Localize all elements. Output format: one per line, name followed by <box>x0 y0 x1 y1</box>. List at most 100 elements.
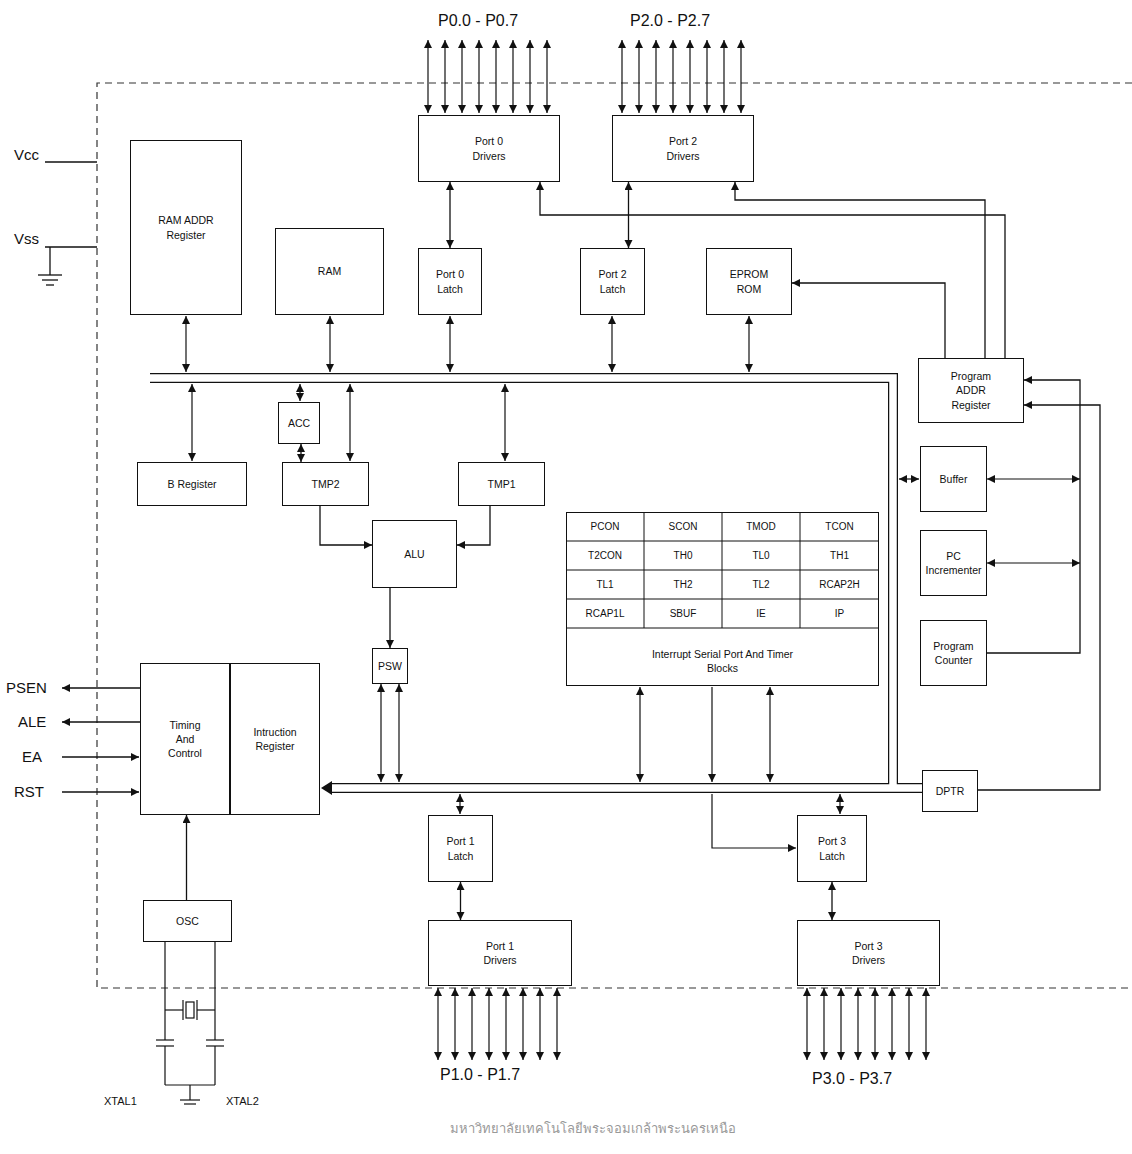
block-label: Port 3 Latch <box>810 834 855 862</box>
pin-arrow <box>621 40 622 113</box>
block-box: Program ADDR Register <box>918 358 1024 423</box>
bus-inner <box>330 784 922 792</box>
pin-arrow <box>444 40 445 113</box>
block-label: TMP1 <box>487 477 515 491</box>
table-cell: RCAP1L <box>566 599 644 628</box>
bus-link <box>329 316 330 372</box>
block-label: Program ADDR Register <box>936 369 1006 412</box>
signal-label: P3.0 - P3.7 <box>812 1070 892 1088</box>
connector <box>978 405 1100 790</box>
connector <box>460 882 461 920</box>
block-label: OSC <box>176 914 199 928</box>
block-label: RAM ADDR Register <box>151 213 221 241</box>
block-label: Port 3 Drivers <box>839 939 899 967</box>
pin-arrow <box>437 988 438 1060</box>
connector <box>389 588 390 648</box>
bus-outline <box>150 378 893 788</box>
pin-arrow <box>638 40 639 113</box>
block-label: Port 2 Latch <box>590 267 635 295</box>
table-cell: IP <box>800 599 879 628</box>
block-label: DPTR <box>936 784 965 798</box>
signal-label: P0.0 - P0.7 <box>438 12 518 30</box>
block-box: Port 1 Latch <box>428 815 493 882</box>
drawing-part <box>164 942 165 1040</box>
pin-arrow <box>522 988 523 1060</box>
block-box: B Register <box>137 462 247 506</box>
pin-arrow <box>672 40 673 113</box>
bus-inner <box>150 378 893 788</box>
table-cell: TCON <box>800 512 879 541</box>
pin-arrow <box>823 988 824 1060</box>
signal-label: P2.0 - P2.7 <box>630 12 710 30</box>
table-cell: TMOD <box>722 512 800 541</box>
table-cell: TL0 <box>722 541 800 570</box>
drawing-part <box>214 942 215 1040</box>
block-box: Intruction Register <box>230 663 320 815</box>
pin-arrow <box>706 40 707 113</box>
block-label: Port 0 Drivers <box>459 134 519 162</box>
signal-label: EA <box>22 748 42 765</box>
bus-link <box>398 684 399 782</box>
bus-arrowhead <box>321 781 332 795</box>
connector <box>831 882 832 920</box>
bus-link <box>459 794 460 814</box>
drawing-part <box>62 687 140 688</box>
signal-label: ALE <box>18 713 46 730</box>
drawing-part <box>189 1085 190 1100</box>
pin-arrow <box>512 40 513 113</box>
block-label: Timing And Control <box>159 718 211 761</box>
power-pins <box>38 162 97 285</box>
block-box: ALU <box>372 520 457 588</box>
drawing-part <box>46 284 54 285</box>
table-cell: RCAP2H <box>800 570 879 599</box>
drawing-part <box>42 279 58 280</box>
pin-arrow <box>478 40 479 113</box>
drawing-part <box>165 1009 183 1010</box>
block-label: PSW <box>378 659 402 673</box>
block-box: EPROM ROM <box>706 248 792 315</box>
connector <box>186 815 187 900</box>
block-label: TMP2 <box>311 477 339 491</box>
bus-link <box>987 562 1080 563</box>
bus-link <box>380 684 381 782</box>
signal-label: RST <box>14 783 44 800</box>
block-box: ACC <box>278 402 320 444</box>
pin-arrow <box>840 988 841 1060</box>
signal-label: PSEN <box>6 679 47 696</box>
bus-link <box>185 316 186 372</box>
block-box: Port 0 Latch <box>418 248 482 315</box>
connector <box>792 283 945 358</box>
block-label: Intruction Register <box>240 725 310 753</box>
signal-label: Vss <box>14 230 39 247</box>
drawing-part <box>186 1002 194 1018</box>
bus-link <box>639 687 640 782</box>
pin-arrow <box>488 988 489 1060</box>
block-box: Port 2 Drivers <box>612 115 754 182</box>
pin-arrow <box>529 40 530 113</box>
table-cell: SCON <box>644 512 722 541</box>
drawing-part <box>180 1099 200 1100</box>
pin-arrow <box>471 988 472 1060</box>
block-box: Port 2 Latch <box>580 248 645 315</box>
drawing-part <box>197 1009 215 1010</box>
block-box: DPTR <box>922 770 978 812</box>
block-label: Port 1 Drivers <box>470 939 530 967</box>
connector <box>300 444 301 462</box>
block-box: Port 3 Latch <box>797 815 867 882</box>
table-cell: TL2 <box>722 570 800 599</box>
drawing-part <box>62 791 139 792</box>
block-label: RAM <box>318 264 341 278</box>
bus-outline <box>330 783 922 793</box>
signal-label: P1.0 - P1.7 <box>440 1066 520 1084</box>
bus-links <box>186 316 1080 848</box>
bus-link <box>504 384 505 461</box>
pin-arrow <box>427 40 428 113</box>
chip-outline <box>97 83 1132 988</box>
pin-arrow <box>891 988 892 1060</box>
pin-arrow <box>908 988 909 1060</box>
bus-link <box>191 384 192 461</box>
signal-label: XTAL2 <box>226 1095 259 1108</box>
table-cell: SBUF <box>644 599 722 628</box>
control-pins <box>62 688 140 792</box>
